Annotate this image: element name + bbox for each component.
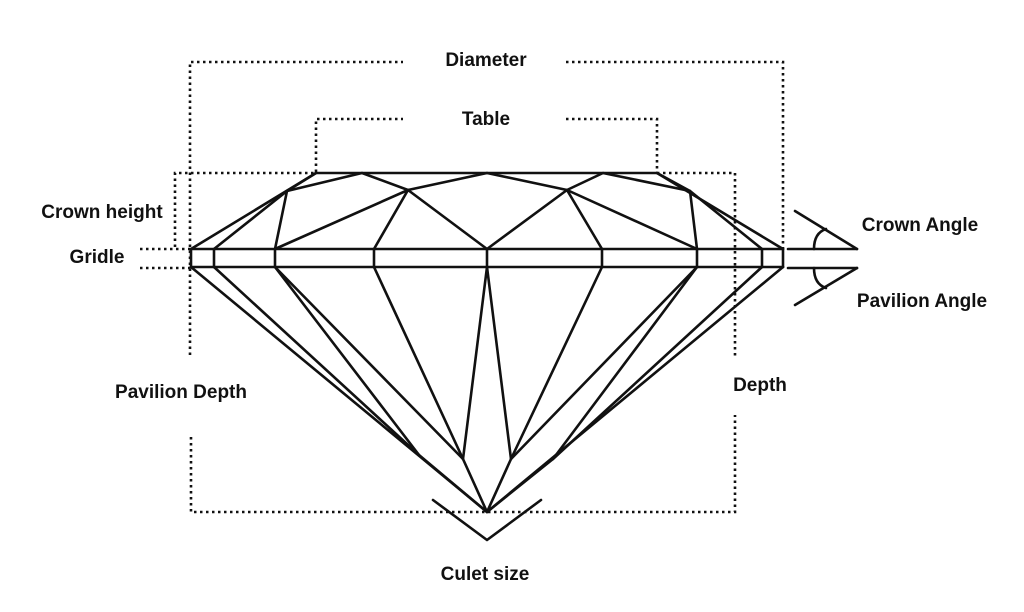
girdle-dividers [189,247,785,269]
pavilion-angle-arc [812,266,828,290]
crown-facets [189,171,785,251]
pavilion-depth-label: Pavilion Depth [115,382,247,403]
girdle-label: Gridle [70,247,125,268]
pavilion-facets [189,265,785,514]
crown-height-guide [173,171,316,247]
pavilion-angle-ray [793,266,859,307]
diameter-guide-right [566,60,785,250]
crown-angle-label: Crown Angle [862,215,978,236]
table-guide-left [314,117,403,172]
pavilion-depth-guide-bottom [189,415,737,514]
table-guide-right [566,117,659,172]
table-label: Table [462,109,510,130]
pavilion-angle-label: Pavilion Angle [857,291,987,312]
diameter-guide-left [188,60,403,355]
angle-markers [786,209,859,307]
diameter-label: Diameter [445,50,527,71]
depth-label: Depth [733,375,787,396]
depth-guide-top [657,171,737,357]
culet-size-label: Culet size [441,564,530,585]
crown-height-label: Crown height [41,202,163,223]
crown-angle-arc [812,227,828,251]
culet-marker [431,498,543,542]
labels: Diameter Table Crown height Gridle Crown… [41,50,987,585]
diamond-outline [189,171,785,542]
